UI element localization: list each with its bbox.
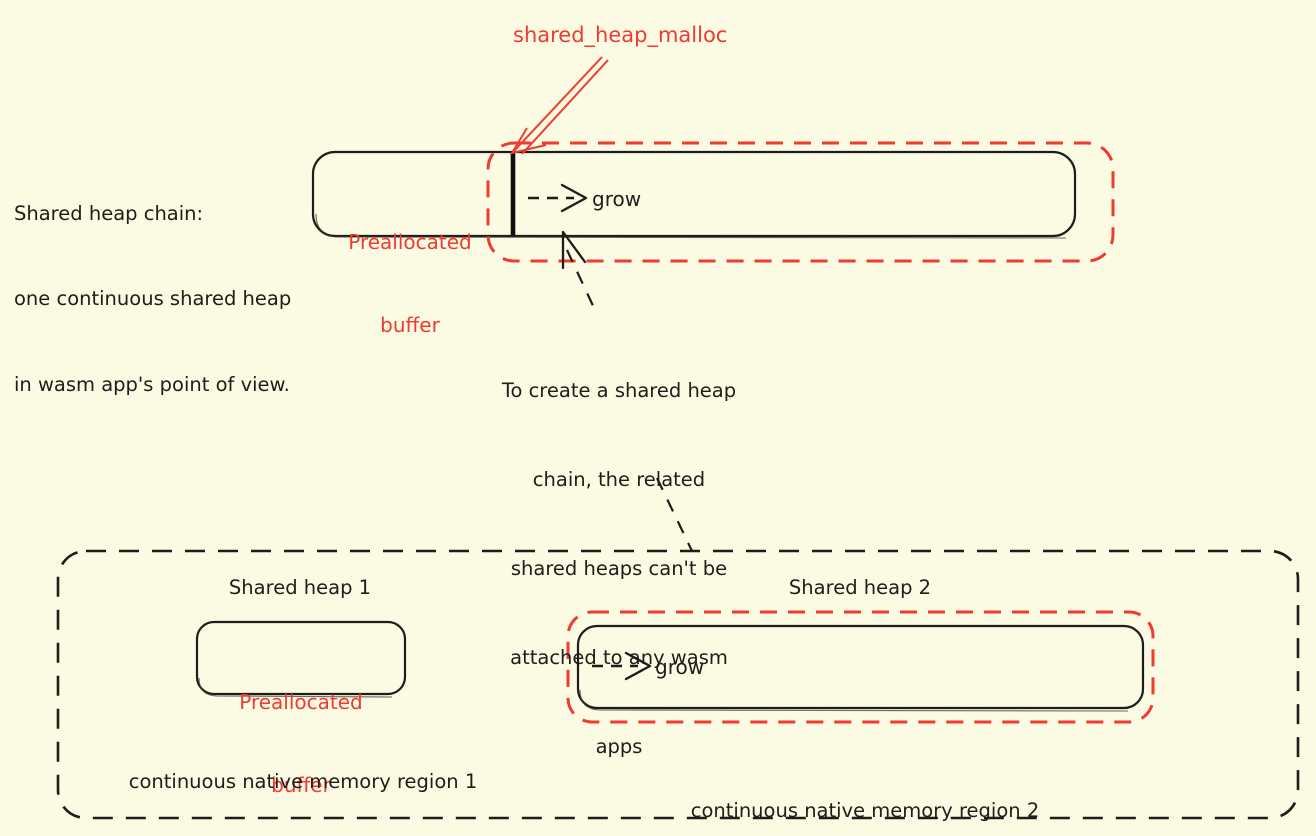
heap2-memory-box [576,624,1145,710]
heap2-box-doubling [579,689,1129,712]
shared-heap-chain-annotation-line-4: attached to any wasm [510,645,728,669]
top-preallocated-buffer-line-1: Preallocated [348,230,472,255]
heap2-red-dashed-region [566,610,1155,724]
shared-heap-chain-annotation-line-1: To create a shared heap [501,379,737,403]
annotation-leader-head [561,230,587,270]
top-red-dashed-region [486,141,1115,263]
bottom-dashed-container [56,549,1300,820]
heap1-region-caption-line-1: continuous native memory region 1 [128,770,478,794]
heap1-preallocated-buffer-label: Preallocated buffer [197,634,405,836]
top-grow-arrow-head [560,183,588,213]
bottom-grow-arrow-head [624,651,652,681]
heap2-grow-label: grow [655,655,705,679]
annotation-leader-line [566,249,596,311]
top-grow-label: grow [592,187,642,211]
callout-arrow-line-b [521,59,609,155]
shared-heap-chain-annotation-line-3: shared heaps can't be [510,557,728,580]
callout-arrow-head [509,127,547,155]
top-bar-doubling [315,213,1067,239]
shared-heap-chain-note-line-3: in wasm app's point of view. [14,372,290,396]
callout-arrow-line-a [513,56,603,152]
heap1-box-doubling [198,677,393,698]
heap1-preallocated-buffer-line-2: buffer [271,772,331,797]
top-preallocated-buffer-label: Preallocated buffer [330,174,490,395]
shared-heap-chain-note: Shared heap chain: one continuous shared… [14,143,314,456]
top-preallocated-buffer-line-2: buffer [380,312,440,337]
top-shared-heap-bar [311,150,1077,238]
shared-heap-chain-annotation: To create a shared heap chain, the relat… [487,317,751,821]
shared-heap-chain-annotation-line-5: apps [595,734,643,758]
heap1-region-caption: continuous native memory region 1 (from … [85,713,521,836]
heap1-preallocated-buffer-line-1: Preallocated [239,690,363,715]
shared-heap-malloc-callout-label: shared_heap_malloc [513,23,728,47]
heap2-region-caption-line-1: continuous native memory region 2 [690,799,1040,823]
shared-heap-chain-annotation-line-2: chain, the related [532,468,706,492]
shared-heap-2-title: Shared heap 2 [788,576,932,599]
heap2-region-caption: continuous native memory region 2 (WAMR … [645,742,1085,836]
shared-heap-chain-note-line-1: Shared heap chain: [14,201,204,225]
heap1-preallocated-box [195,620,407,696]
shared-heap-chain-note-line-2: one continuous shared heap [14,287,292,311]
shared-heap-1-title: Shared heap 1 [228,576,372,599]
